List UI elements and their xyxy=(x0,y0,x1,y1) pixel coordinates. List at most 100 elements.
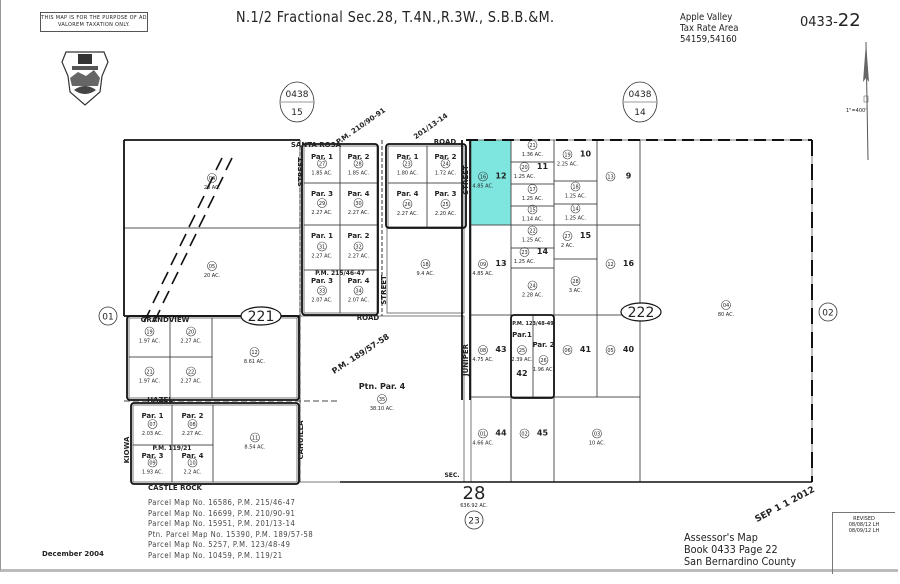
adjacent-page: 02 xyxy=(822,309,833,319)
parcel-11 xyxy=(212,404,298,483)
section-label: SEC. xyxy=(444,472,459,479)
parcel-acres: 1.25 AC. xyxy=(514,259,536,265)
parcel-12 xyxy=(211,317,298,399)
parcel-par-label: Par. 2 xyxy=(434,153,456,161)
parcel-number-circle xyxy=(147,419,158,429)
easement-dash xyxy=(161,271,169,285)
lot-number: 45 xyxy=(537,429,549,438)
parcel-number-circle xyxy=(592,428,602,439)
parcel-number: 17 xyxy=(529,187,535,193)
street-grandview: GRANDVIEW xyxy=(141,316,190,324)
lot-number: 10 xyxy=(580,150,592,159)
parcel-number: 28 xyxy=(572,279,578,285)
parcel-par-label: Par. 2 xyxy=(347,232,369,240)
easement-dash xyxy=(215,157,223,171)
parcel-06 xyxy=(553,314,598,398)
parcel-number-circle xyxy=(570,181,581,192)
lot-number: 44 xyxy=(495,429,507,438)
parcel-acres: 80 AC. xyxy=(718,312,735,318)
parcel-par-label: Par. 4 xyxy=(347,190,369,198)
parcel-acres: 2.27 AC. xyxy=(348,210,370,216)
tax-rate-area: Apple Valley Tax Rate Area 54159,54160 xyxy=(680,12,738,45)
parcel-16 xyxy=(470,139,512,226)
parcel-number: 14 xyxy=(572,207,578,213)
parcel-number-circle xyxy=(353,158,364,169)
parcel-par-label: Par.1 xyxy=(512,331,532,339)
parcel-05 xyxy=(596,314,641,398)
easement-dash xyxy=(216,176,224,190)
parcel-number: 21 xyxy=(529,143,535,149)
block-number: 221 xyxy=(248,309,275,325)
parcel-map-ref: Parcel Map No. 10459, P.M. 119/21 xyxy=(148,550,283,560)
parcel-acres: 2.2 AC. xyxy=(184,470,202,476)
parcel-number-circle xyxy=(377,394,387,404)
revision-entry: 08/09/12 LH xyxy=(848,528,880,534)
parcel-number: 35 xyxy=(379,397,385,403)
parcel-number: 31 xyxy=(319,245,325,251)
parcel-number-circle xyxy=(519,428,530,439)
parcel-19 xyxy=(553,139,598,182)
parcel-number-circle xyxy=(147,457,158,468)
parcel-number-circle xyxy=(353,198,364,208)
parcel-number-circle xyxy=(402,199,413,209)
parcel-number-circle xyxy=(317,198,327,208)
plat-ref: P.M. 119/21 xyxy=(153,445,192,452)
parcel-number: 30 xyxy=(355,201,361,207)
parcel-acres: 1.93 AC. xyxy=(142,470,164,476)
parcel-map-ref: Parcel Map No. 5257, P.M. 123/48-49 xyxy=(148,540,291,549)
parcel-number-circle xyxy=(187,419,198,429)
parcel-acres: 1.25 AC. xyxy=(565,216,587,222)
parcel-acres: 10 AC. xyxy=(589,441,606,447)
parcel-map-ref: Ptn. Parcel Map No. 15390, P.M. 189/57-5… xyxy=(148,529,314,539)
parcel-number-circle xyxy=(562,231,573,241)
lot-number: 13 xyxy=(495,259,506,268)
parcel-09 xyxy=(470,224,512,316)
parcel-21 xyxy=(128,356,171,399)
street-cahuilla: CAHUILLA xyxy=(297,420,305,460)
parcel-number-circle xyxy=(440,158,451,169)
parcel-par-label: Par. 3 xyxy=(434,190,456,198)
parcel-acres: 2.27 AC. xyxy=(397,211,419,217)
parcel-number: 09 xyxy=(149,461,155,467)
parcel-number: 21 xyxy=(146,370,152,376)
parcel-acres: 2.27 AC. xyxy=(182,431,204,437)
parcel-number: 05 xyxy=(607,348,613,354)
parcel-number-circle xyxy=(317,285,327,296)
revision-box: REVISED 08/08/12 LH 08/09/12 LH xyxy=(832,512,895,574)
parcel-number-circle xyxy=(353,241,364,252)
parcel-18 xyxy=(386,226,465,314)
parcel-number-circle xyxy=(144,366,155,377)
map-page: 22 xyxy=(837,10,861,31)
parcel-number: 29 xyxy=(319,201,325,207)
street-santa-rosa: SANTA ROSA xyxy=(291,141,342,149)
parcel-number-circle xyxy=(317,241,327,252)
block-number-oval xyxy=(620,302,662,322)
parcel-04 xyxy=(123,139,301,229)
parcel-number: 18 xyxy=(572,185,578,191)
parcel-acres: 2.27 AC. xyxy=(348,254,370,260)
parcel-acres: 2.39 AC. xyxy=(511,357,533,363)
map-title: N.1/2 Fractional Sec.28, T.4N.,R.3W., S.… xyxy=(236,8,555,26)
parcel-number-circle xyxy=(517,345,527,355)
parcel-number: 23 xyxy=(521,250,527,256)
parcel-number: 20 xyxy=(188,330,194,336)
parcel-number: 33 xyxy=(319,289,325,295)
parcel-number-circle xyxy=(538,355,549,365)
parcel-number-circle xyxy=(478,345,488,355)
adjacent-page: 01 xyxy=(102,313,113,323)
street-centerlines xyxy=(299,140,383,316)
parcel-number: 03 xyxy=(594,432,600,438)
lot-number: 9 xyxy=(626,172,632,181)
parcel-acres: 2.03 AC. xyxy=(142,431,164,437)
plat-ref: P.M. 210/90-91 xyxy=(335,106,387,146)
lot-number: 15 xyxy=(580,231,592,240)
parcel-par-label: Par. 1 xyxy=(311,153,333,161)
parcel-acres: 2.07 AC. xyxy=(311,298,333,304)
parcel-par-label: Par. 3 xyxy=(141,452,163,460)
street-hazel: HAZEL xyxy=(147,396,173,404)
adjacent-map-circle xyxy=(98,306,118,326)
parcel-par-label: Par. 2 xyxy=(347,153,369,161)
map-book: 0433- xyxy=(800,15,838,30)
parcel-number: 24 xyxy=(529,284,535,290)
